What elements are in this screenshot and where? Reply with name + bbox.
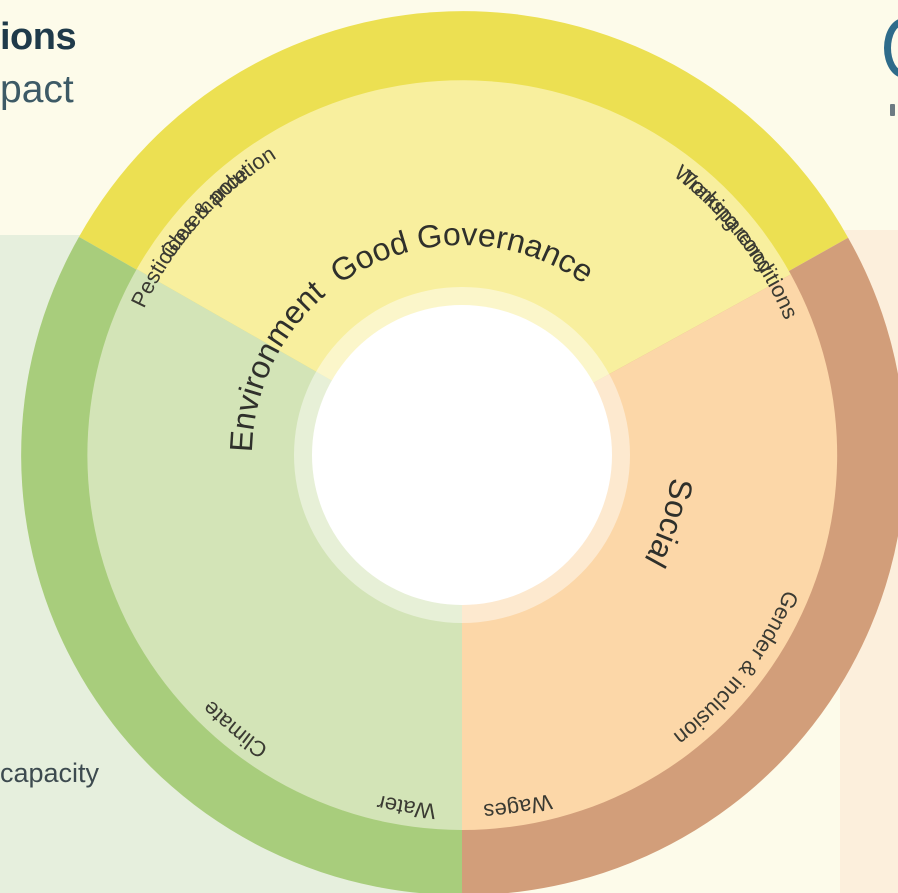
page-subheading: pact — [0, 68, 74, 111]
center-circle — [312, 305, 612, 605]
logo-text-fragment — [890, 104, 895, 116]
pillar-governance — [136, 80, 791, 456]
page-heading: ions — [0, 16, 77, 58]
side-text: capacity — [0, 758, 100, 788]
